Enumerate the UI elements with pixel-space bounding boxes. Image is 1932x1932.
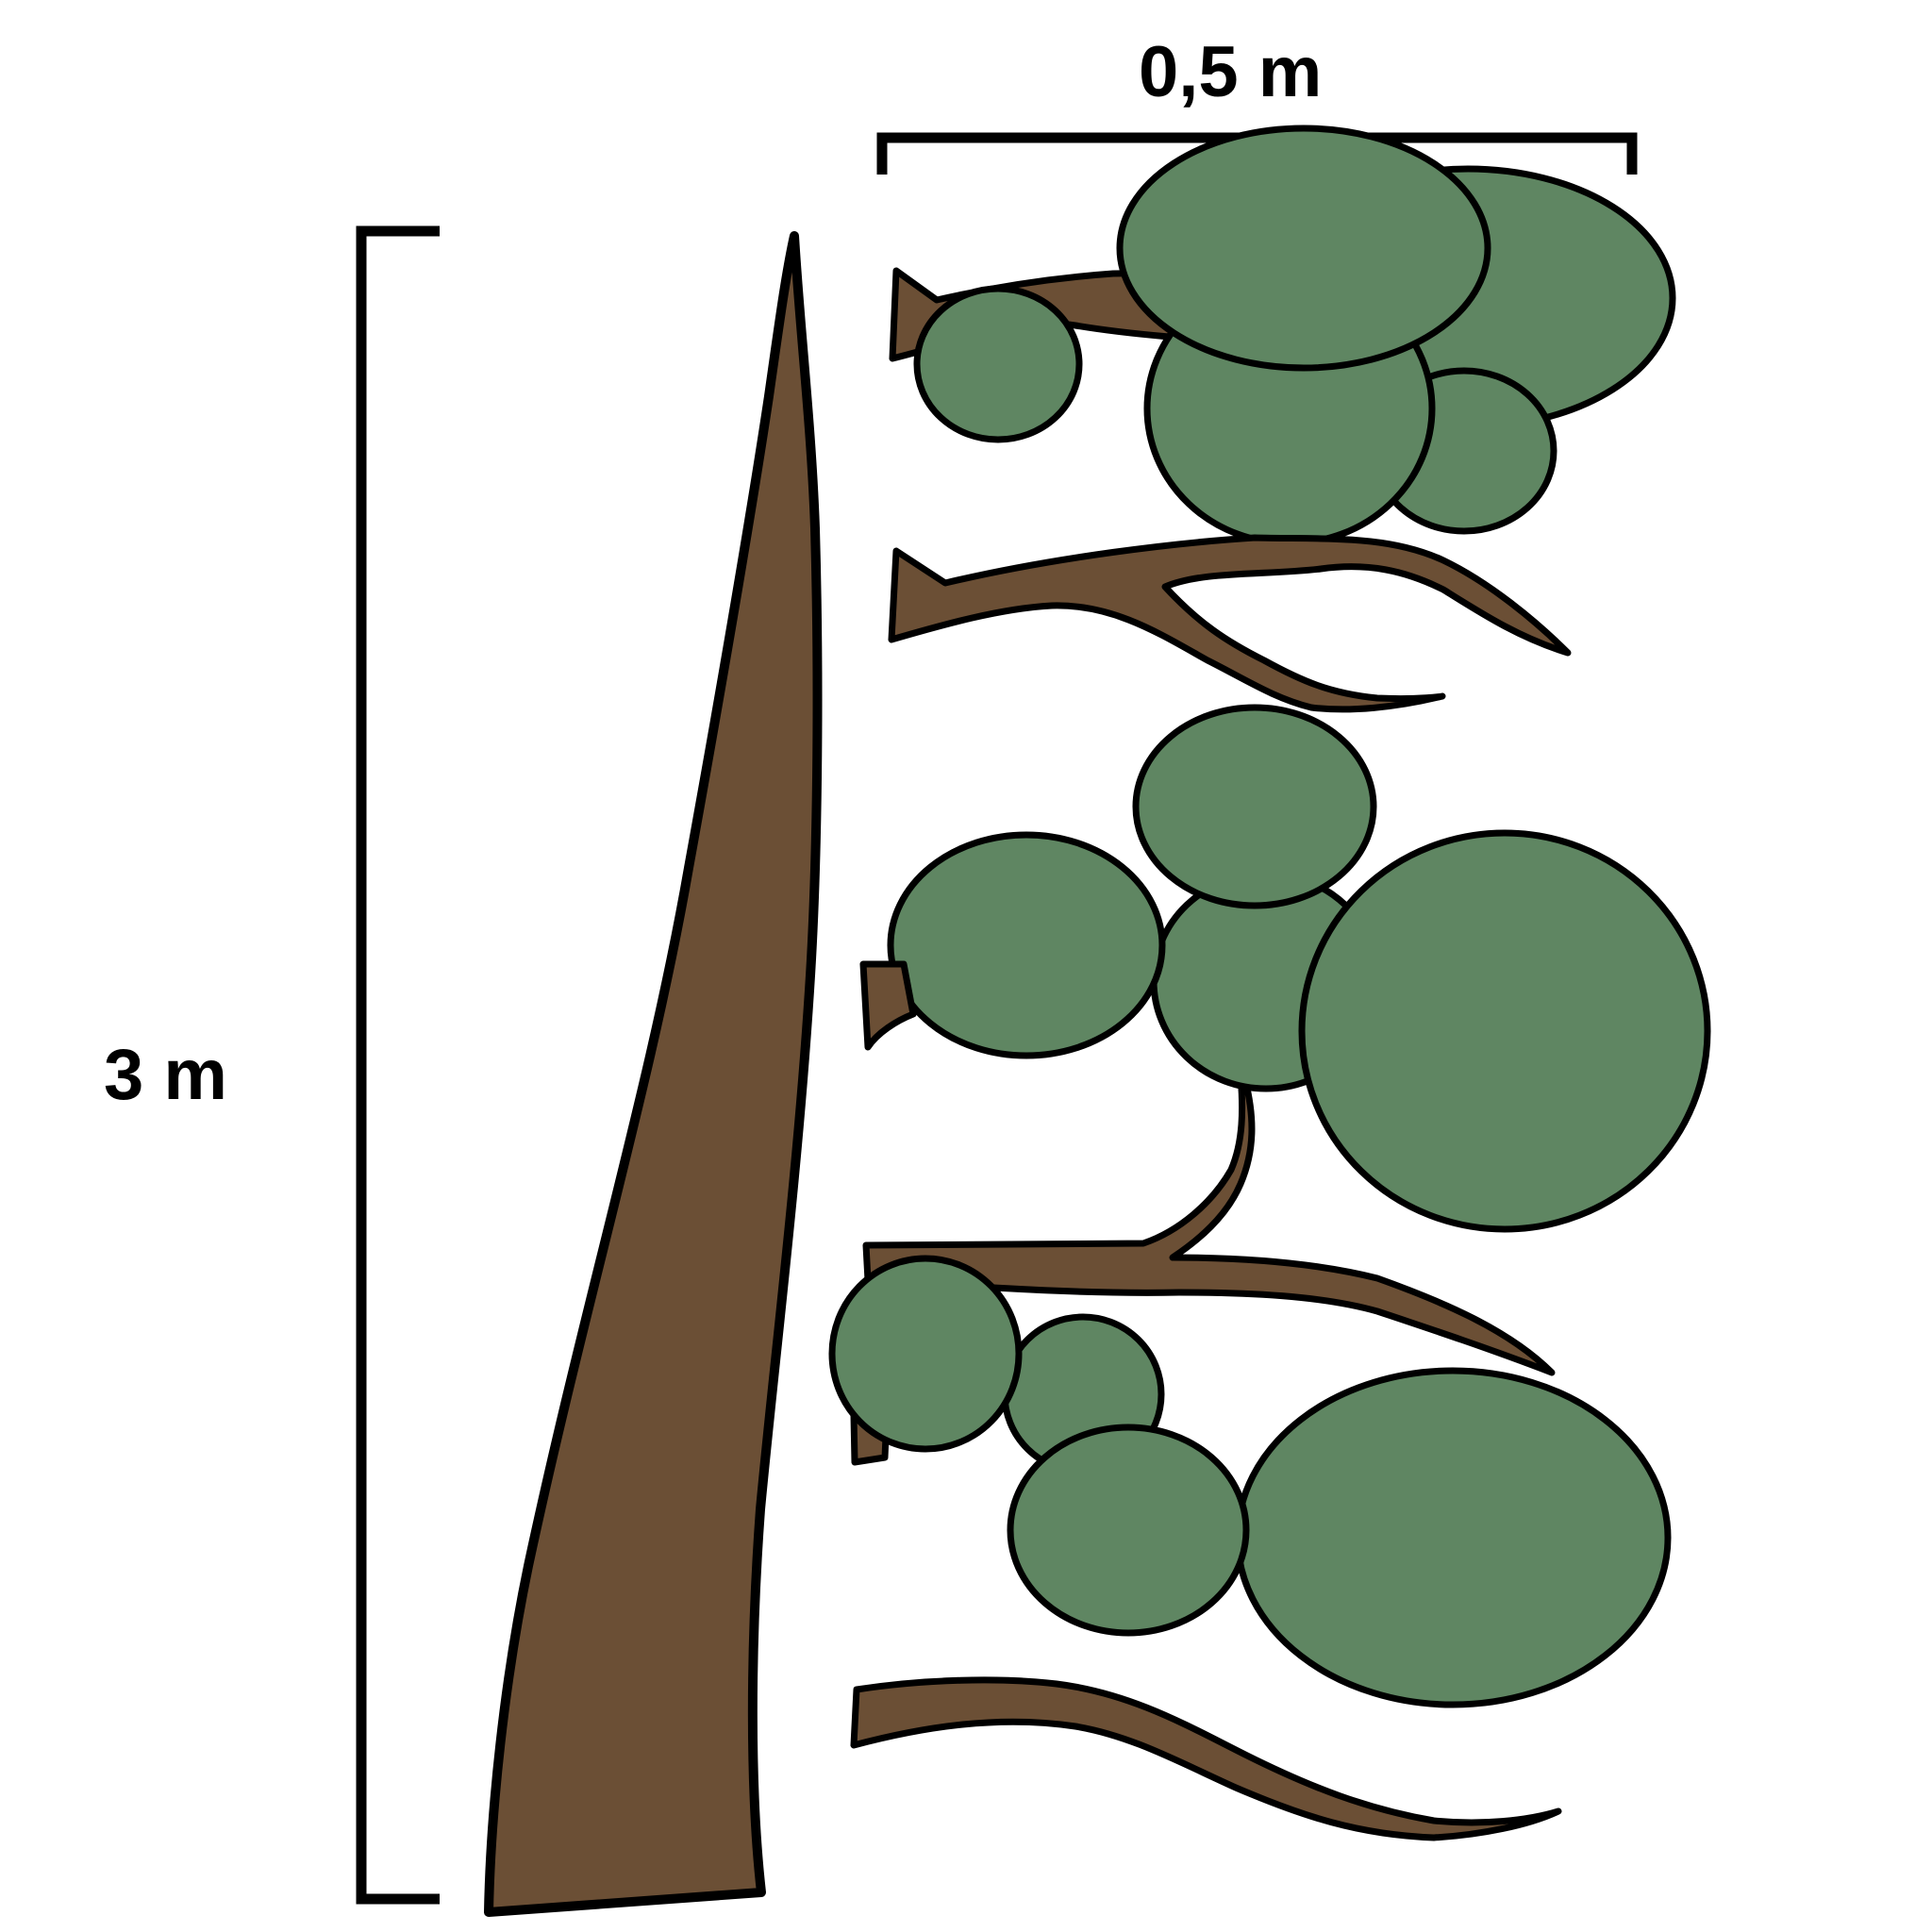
leaf-blob [1234,1367,1672,1708]
branch-tier-3 [862,1072,1556,1376]
leaf-blob [913,285,1083,443]
leaf-blob [828,1255,1023,1453]
leaf-blob [1298,829,1711,1233]
height-bracket [356,225,440,1905]
branch-tier-4 [850,1676,1562,1841]
width-label: 0,5 m [1139,32,1322,112]
leaf-blob [887,831,1166,1059]
height-dimension: 3 m [104,225,440,1905]
foliage-cluster-3 [828,1255,1672,1708]
height-label: 3 m [104,1035,227,1115]
leaf-blob [1007,1424,1250,1637]
branch-stub [859,960,917,1051]
leaf-blob [1132,704,1377,909]
branch-tier-2 [888,534,1572,713]
foliage-cluster-1 [913,125,1676,547]
foliage-cluster-2 [887,704,1711,1233]
leaf-blob [1116,125,1491,372]
trunk [484,231,823,1917]
